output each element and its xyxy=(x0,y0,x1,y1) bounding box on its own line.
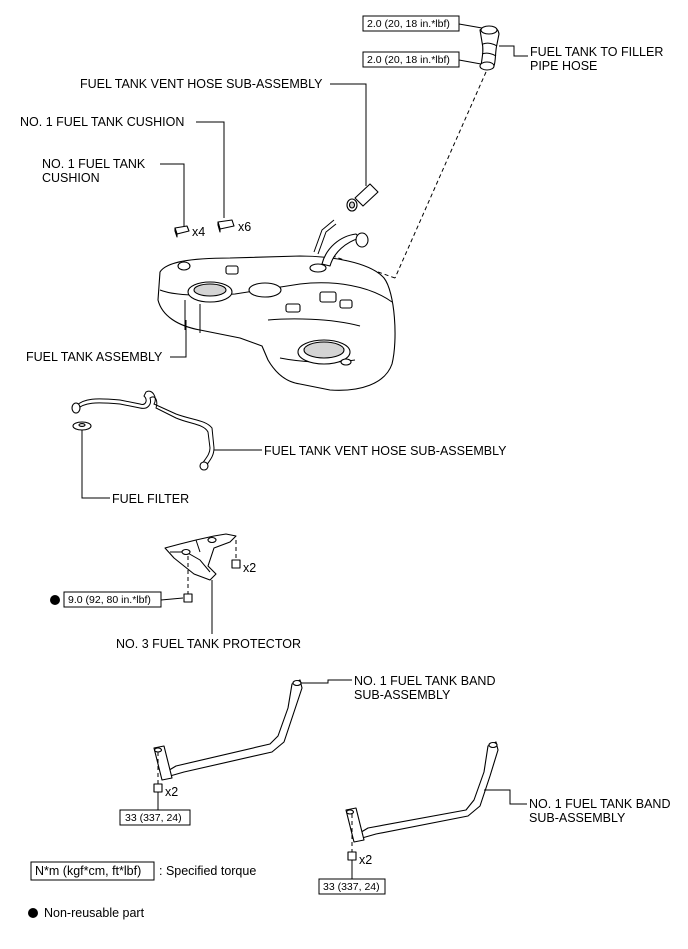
label-fuel-tank: FUEL TANK ASSEMBLY xyxy=(26,350,163,364)
svg-text:: Specified torque: : Specified torque xyxy=(159,864,256,878)
svg-text:x2: x2 xyxy=(243,561,256,575)
svg-text:x2: x2 xyxy=(359,853,372,867)
vent-hose-sub-assembly-bottom xyxy=(71,390,215,471)
svg-text:FUEL TANK TO FILLER: FUEL TANK TO FILLER xyxy=(530,45,663,59)
torque-box-protector-nut: 9.0 (92, 80 in.*lbf) xyxy=(63,591,162,608)
non-reusable-mark-protector-nut xyxy=(50,595,60,605)
svg-text:PIPE HOSE: PIPE HOSE xyxy=(530,59,597,73)
torque-box-band-1: 33 (337, 24) xyxy=(119,809,191,826)
protector-bolt: x2 xyxy=(231,559,256,575)
protector-nut xyxy=(183,593,193,603)
torque-box-filler-upper: 2.0 (20, 18 in.*lbf) xyxy=(362,15,460,32)
label-cushion-b: NO. 1 FUEL TANK CUSHION xyxy=(42,157,146,185)
svg-text:x4: x4 xyxy=(192,225,205,239)
label-band-2: NO. 1 FUEL TANK BAND SUB-ASSEMBLY xyxy=(529,797,670,825)
svg-text:NO. 3 FUEL TANK PROTECTOR: NO. 3 FUEL TANK PROTECTOR xyxy=(116,637,301,651)
label-protector: NO. 3 FUEL TANK PROTECTOR xyxy=(116,637,301,651)
svg-text:2.0 (20, 18 in.*lbf): 2.0 (20, 18 in.*lbf) xyxy=(367,18,450,30)
fuel-tank-band-2 xyxy=(345,741,499,843)
svg-text:FUEL TANK VENT HOSE SUB-ASSEMB: FUEL TANK VENT HOSE SUB-ASSEMBLY xyxy=(80,77,323,91)
svg-text:33 (337, 24): 33 (337, 24) xyxy=(323,881,380,893)
svg-text:SUB-ASSEMBLY: SUB-ASSEMBLY xyxy=(529,811,626,825)
svg-text:2.0 (20, 18 in.*lbf): 2.0 (20, 18 in.*lbf) xyxy=(367,54,450,66)
label-band-1: NO. 1 FUEL TANK BAND SUB-ASSEMBLY xyxy=(354,674,495,702)
svg-text:NO. 1 FUEL TANK CUSHION: NO. 1 FUEL TANK CUSHION xyxy=(20,115,184,129)
svg-text:NO. 1 FUEL TANK BAND: NO. 1 FUEL TANK BAND xyxy=(529,797,670,811)
fuel-tank-protector xyxy=(164,533,237,581)
svg-text:N*m (kgf*cm, ft*lbf): N*m (kgf*cm, ft*lbf) xyxy=(35,864,141,878)
band-1-bolt: x2 xyxy=(153,783,178,799)
fuel-tank-cushion-x6: x6 xyxy=(217,219,251,234)
label-cushion-a: NO. 1 FUEL TANK CUSHION xyxy=(20,115,184,129)
svg-text:33 (337, 24): 33 (337, 24) xyxy=(125,812,182,824)
svg-text:FUEL TANK VENT HOSE SUB-ASSEMB: FUEL TANK VENT HOSE SUB-ASSEMBLY xyxy=(264,444,507,458)
fuel-tank-assembly xyxy=(157,219,396,391)
label-fuel-filter: FUEL FILTER xyxy=(112,492,189,506)
svg-text:x2: x2 xyxy=(165,785,178,799)
label-filler-hose: FUEL TANK TO FILLER PIPE HOSE xyxy=(530,45,663,73)
filler-pipe-hose xyxy=(479,25,500,71)
svg-text:CUSHION: CUSHION xyxy=(42,171,100,185)
label-vent-hose-bottom: FUEL TANK VENT HOSE SUB-ASSEMBLY xyxy=(264,444,507,458)
legend-non-reusable: Non-reusable part xyxy=(28,906,145,920)
svg-text:NO. 1 FUEL TANK: NO. 1 FUEL TANK xyxy=(42,157,146,171)
svg-text:9.0 (92, 80 in.*lbf): 9.0 (92, 80 in.*lbf) xyxy=(68,594,151,606)
torque-box-band-2: 33 (337, 24) xyxy=(318,878,386,895)
label-vent-hose-top: FUEL TANK VENT HOSE SUB-ASSEMBLY xyxy=(80,77,323,91)
svg-text:FUEL FILTER: FUEL FILTER xyxy=(112,492,189,506)
torque-box-filler-lower: 2.0 (20, 18 in.*lbf) xyxy=(362,51,460,68)
legend-torque: N*m (kgf*cm, ft*lbf) : Specified torque xyxy=(30,861,256,881)
svg-text:Non-reusable part: Non-reusable part xyxy=(44,906,145,920)
svg-text:FUEL TANK ASSEMBLY: FUEL TANK ASSEMBLY xyxy=(26,350,163,364)
svg-text:SUB-ASSEMBLY: SUB-ASSEMBLY xyxy=(354,688,451,702)
vent-hose-sub-assembly-top xyxy=(346,183,379,212)
fuel-tank-band-1 xyxy=(153,679,303,781)
svg-text:x6: x6 xyxy=(238,220,251,234)
svg-text:NO. 1 FUEL TANK BAND: NO. 1 FUEL TANK BAND xyxy=(354,674,495,688)
fuel-tank-cushion-x4: x4 xyxy=(174,225,205,239)
fuel-filter xyxy=(72,421,92,431)
